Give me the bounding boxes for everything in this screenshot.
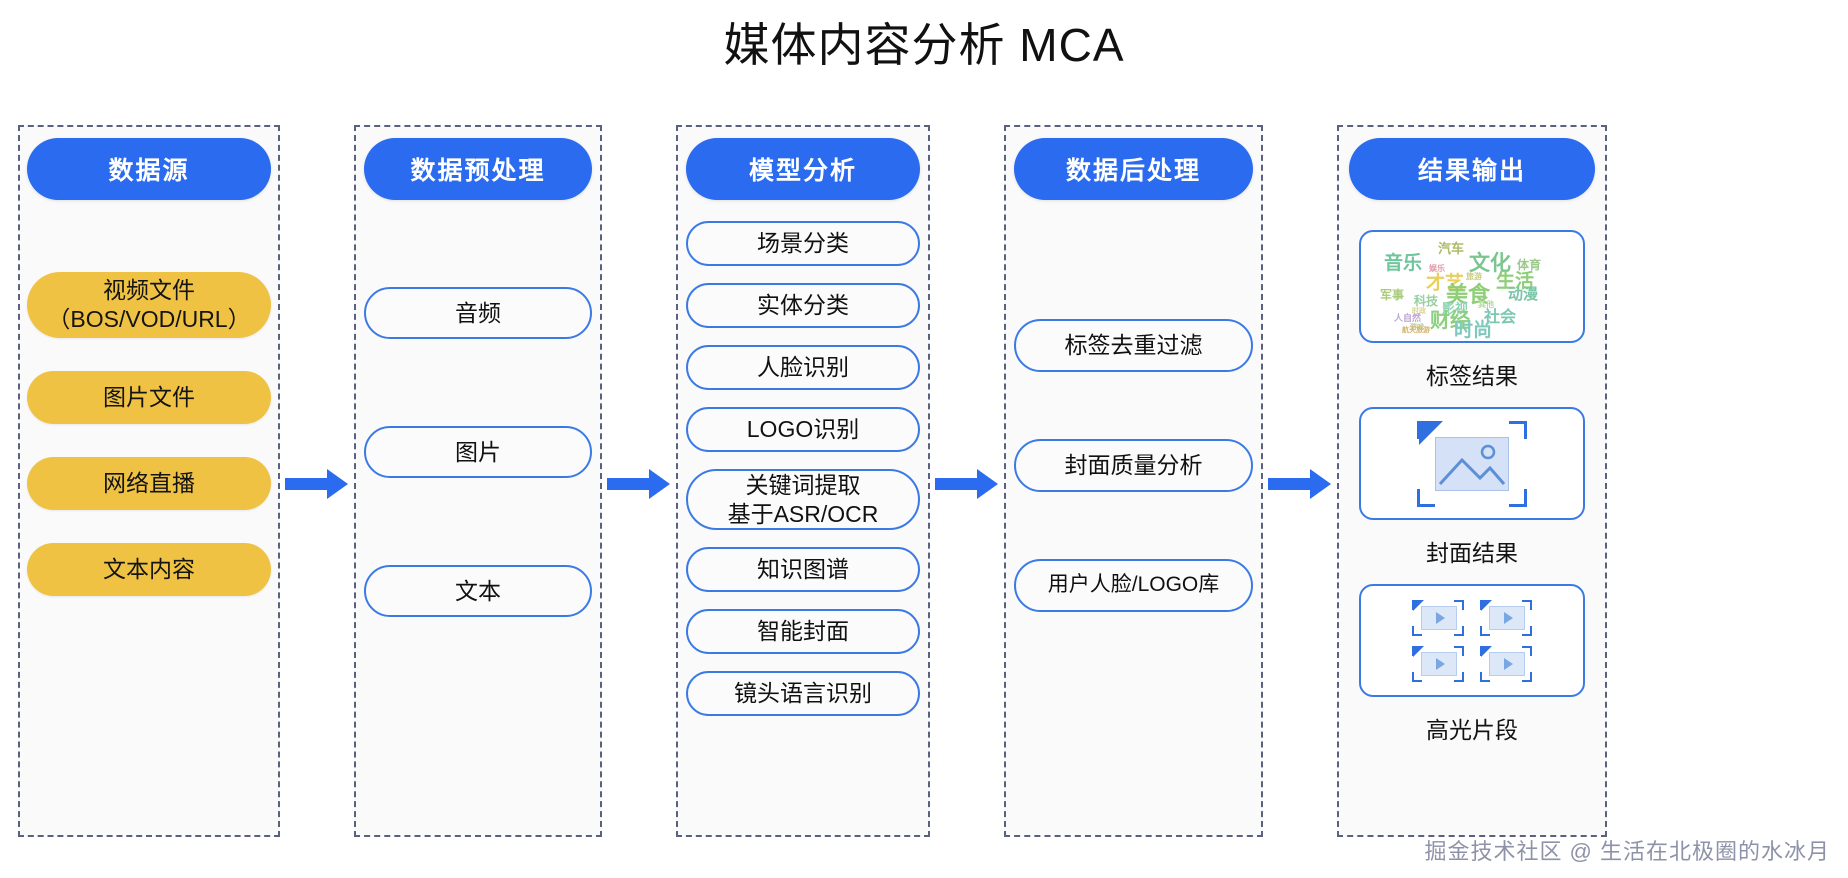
item-smart-cover[interactable]: 智能封面 — [686, 609, 920, 654]
wordcloud-word: 汽车 — [1438, 240, 1465, 256]
wordcloud-word: 美食 — [1446, 281, 1491, 307]
column-result-output: 结果输出 音乐汽车文化体育 娱乐才艺旅游 生活军事科技美食动漫时政 影视其他人自然财经… — [1337, 125, 1607, 843]
item-shot-language-recognition[interactable]: 镜头语言识别 — [686, 671, 920, 716]
result-card-highlight[interactable] — [1359, 584, 1585, 697]
wordcloud-word: 其他 — [1478, 299, 1494, 309]
column-model-analysis: 模型分析 场景分类 实体分类 人脸识别 LOGO识别 关键词提取 基于ASR/O… — [676, 125, 930, 843]
item-text-content[interactable]: 文本内容 — [27, 543, 271, 596]
play-icon — [1435, 657, 1445, 670]
wordcloud-word: 航天旅游 — [1402, 326, 1430, 334]
column-box: 数据预处理 音频 图片 文本 — [354, 125, 602, 837]
column-header-data-postprocess: 数据后处理 — [1014, 138, 1253, 200]
column-header-model-analysis: 模型分析 — [686, 138, 920, 200]
wordcloud-word: 旅游 — [1466, 271, 1482, 281]
corner-ribbon-icon — [1419, 420, 1443, 445]
result-card-cover[interactable] — [1359, 407, 1585, 520]
column-box: 结果输出 音乐汽车文化体育 娱乐才艺旅游 生活军事科技美食动漫时政 影视其他人自然财经… — [1337, 125, 1607, 837]
clip-grid — [1412, 599, 1532, 682]
wordcloud-word: 文化 — [1469, 251, 1511, 275]
wordcloud-word: 娱乐 — [1429, 263, 1445, 273]
item-knowledge-graph[interactable]: 知识图谱 — [686, 547, 920, 592]
column-box: 模型分析 场景分类 实体分类 人脸识别 LOGO识别 关键词提取 基于ASR/O… — [676, 125, 930, 837]
play-icon — [1503, 611, 1513, 624]
wordcloud-word: 社会 — [1484, 308, 1517, 326]
wordcloud-word: 军事 — [1380, 287, 1405, 302]
video-clip-icon — [1412, 599, 1464, 636]
wordcloud-word: 音乐 — [1384, 252, 1423, 274]
page-title: 媒体内容分析 MCA — [723, 19, 1125, 71]
photo-thumbnail — [1435, 436, 1509, 491]
wordcloud-image: 音乐汽车文化体育 娱乐才艺旅游 生活军事科技美食动漫时政 影视其他人自然财经社会游戏航… — [1374, 236, 1570, 341]
column-data-source: 数据源 视频文件 （BOS/VOD/URL） 图片文件 网络直播 文本内容 — [18, 125, 280, 843]
video-clip-icon — [1480, 599, 1532, 636]
item-image[interactable]: 图片 — [364, 426, 592, 478]
wordcloud-word: 才艺 — [1426, 272, 1465, 294]
video-clip-icon — [1412, 645, 1464, 682]
column-header-data-preprocess: 数据预处理 — [364, 138, 592, 200]
item-text[interactable]: 文本 — [364, 565, 592, 617]
wordcloud-word: 影视 — [1442, 300, 1469, 316]
result-label-tag: 标签结果 — [1426, 363, 1518, 389]
item-line1: 视频文件 — [103, 276, 195, 303]
item-live-stream[interactable]: 网络直播 — [27, 457, 271, 510]
arrow-right-icon-2 — [602, 125, 676, 843]
arrow-right-icon-1 — [280, 125, 354, 843]
item-line1: 关键词提取 — [745, 471, 861, 498]
wordcloud-word: 时尚 — [1454, 319, 1493, 341]
result-label-highlight: 高光片段 — [1426, 717, 1518, 743]
wordcloud-word: 科技 — [1414, 293, 1439, 308]
item-audio[interactable]: 音频 — [364, 287, 592, 339]
column-items: 视频文件 （BOS/VOD/URL） 图片文件 网络直播 文本内容 — [20, 200, 278, 835]
play-icon — [1503, 657, 1513, 670]
column-items: 音乐汽车文化体育 娱乐才艺旅游 生活军事科技美食动漫时政 影视其他人自然财经社会游戏航… — [1339, 200, 1605, 835]
item-user-face-logo-library[interactable]: 用户人脸/LOGO库 — [1014, 559, 1253, 612]
item-keyword-extraction[interactable]: 关键词提取 基于ASR/OCR — [686, 469, 920, 530]
arrow-right-icon-4 — [1263, 125, 1337, 843]
item-line2: 基于ASR/OCR — [727, 500, 879, 527]
item-face-recognition[interactable]: 人脸识别 — [686, 345, 920, 390]
column-data-postprocess: 数据后处理 标签去重过滤 封面质量分析 用户人脸/LOGO库 — [1004, 125, 1263, 843]
wordcloud-word: 体育 — [1517, 257, 1542, 272]
column-items: 场景分类 实体分类 人脸识别 LOGO识别 关键词提取 基于ASR/OCR 知识… — [678, 200, 928, 835]
column-data-preprocess: 数据预处理 音频 图片 文本 — [354, 125, 602, 843]
column-box: 数据后处理 标签去重过滤 封面质量分析 用户人脸/LOGO库 — [1004, 125, 1263, 837]
video-clip-icon — [1480, 645, 1532, 682]
wordcloud-word: 游戏 — [1410, 323, 1424, 331]
column-items: 音频 图片 文本 — [356, 200, 600, 835]
column-header-data-source: 数据源 — [27, 138, 271, 200]
wordcloud-word: 生活 — [1496, 270, 1535, 292]
wordcloud-word: 动漫 — [1508, 285, 1539, 303]
pipeline-flow: 数据源 视频文件 （BOS/VOD/URL） 图片文件 网络直播 文本内容 — [0, 125, 1848, 843]
item-logo-recognition[interactable]: LOGO识别 — [686, 407, 920, 452]
arrow-right-icon-3 — [930, 125, 1004, 843]
item-entity-classification[interactable]: 实体分类 — [686, 283, 920, 328]
result-card-tag[interactable]: 音乐汽车文化体育 娱乐才艺旅游 生活军事科技美食动漫时政 影视其他人自然财经社会游戏航… — [1359, 230, 1585, 343]
play-icon — [1435, 611, 1445, 624]
item-tag-dedup-filter[interactable]: 标签去重过滤 — [1014, 319, 1253, 372]
item-image-file[interactable]: 图片文件 — [27, 371, 271, 424]
column-header-result-output: 结果输出 — [1349, 138, 1595, 200]
image-placeholder-icon — [1417, 420, 1527, 507]
watermark: 掘金技术社区 @ 生活在北极圈的水冰月 — [1424, 839, 1830, 864]
wordcloud-word: 人自然 — [1394, 312, 1422, 323]
column-box: 数据源 视频文件 （BOS/VOD/URL） 图片文件 网络直播 文本内容 — [18, 125, 280, 837]
wordcloud-word: 时政 — [1412, 307, 1426, 315]
item-line2: （BOS/VOD/URL） — [47, 306, 251, 332]
item-cover-quality-analysis[interactable]: 封面质量分析 — [1014, 439, 1253, 492]
item-scene-classification[interactable]: 场景分类 — [686, 221, 920, 266]
column-items: 标签去重过滤 封面质量分析 用户人脸/LOGO库 — [1006, 200, 1261, 835]
result-label-cover: 封面结果 — [1426, 540, 1518, 566]
item-video-file[interactable]: 视频文件 （BOS/VOD/URL） — [27, 272, 271, 338]
wordcloud-word: 财经 — [1430, 309, 1470, 332]
